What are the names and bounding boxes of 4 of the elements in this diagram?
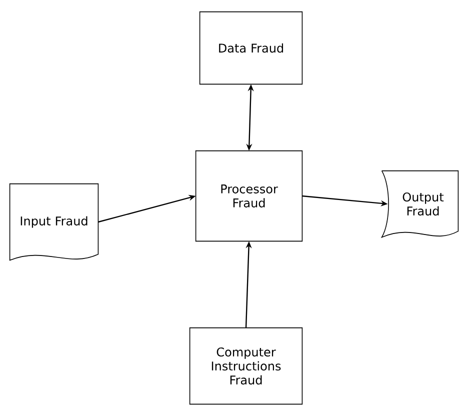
process-box: Computer Instructions Fraud xyxy=(189,327,303,405)
process-box: Data Fraud xyxy=(199,11,303,85)
process-box: Processor Fraud xyxy=(195,150,303,242)
display-shape: Output Fraud xyxy=(381,170,459,238)
